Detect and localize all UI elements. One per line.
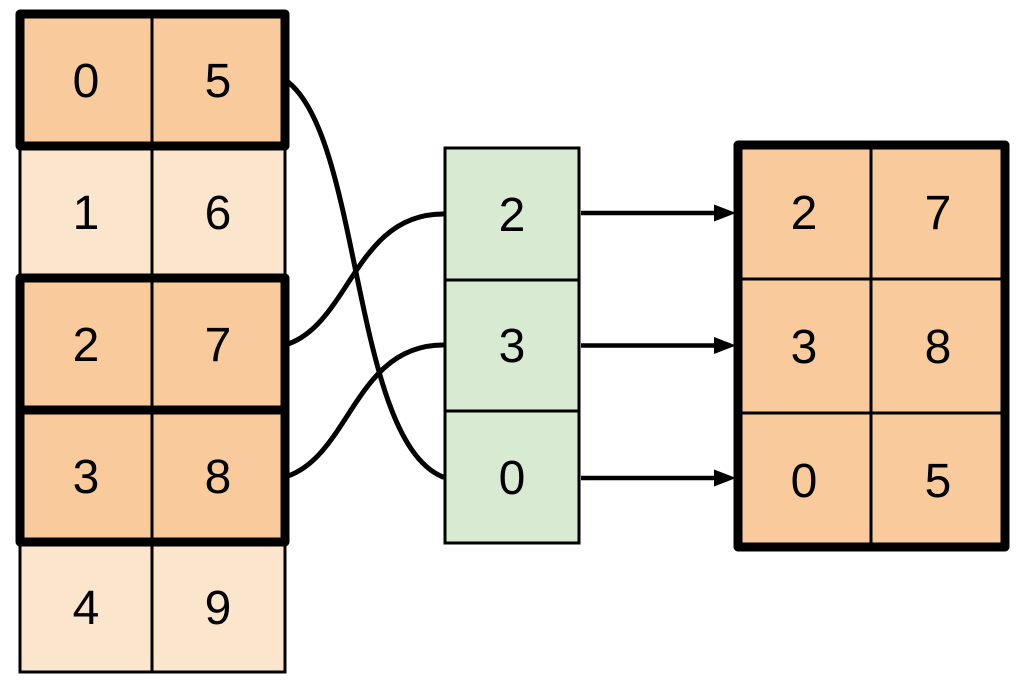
- connector-curve-row3-to-index3: [285, 342, 446, 479]
- arrowhead-icon-0: [714, 204, 736, 222]
- result-value-r2c1: 5: [925, 455, 952, 508]
- result-table-outline: [733, 140, 1010, 552]
- result-value-r0c0: 2: [791, 187, 818, 240]
- result-cell-r2c0: [736, 411, 873, 549]
- source-value-r1c0: 1: [73, 187, 100, 240]
- connector-curve-row2-to-index2: [285, 211, 446, 347]
- selected-row-outline-3: [15, 405, 290, 547]
- source-value-r4c1: 9: [205, 582, 232, 635]
- index-cell-0: [443, 146, 581, 282]
- source-value-r2c0: 2: [73, 319, 100, 372]
- source-value-r1c1: 6: [205, 187, 232, 240]
- source-value-r4c0: 4: [73, 582, 100, 635]
- source-table: 0 5 1 6 2 7 3 8 4 9: [15, 9, 290, 674]
- connector-curve-row0-to-index0: [285, 79, 446, 480]
- result-value-r1c0: 3: [791, 321, 818, 374]
- result-table: 2 7 3 8 0 5: [733, 140, 1010, 552]
- index-value-1: 3: [499, 320, 526, 373]
- index-cell-2: [443, 409, 581, 545]
- arrow-connectors: [581, 204, 736, 487]
- source-cell-r1c1: [150, 144, 287, 280]
- connector-curves: [285, 79, 446, 480]
- source-value-r3c0: 3: [73, 451, 100, 504]
- result-cell-r1c0: [736, 277, 873, 415]
- index-column: 2 3 0: [443, 146, 581, 545]
- source-value-r2c1: 7: [205, 319, 232, 372]
- source-cell-r4c1: [150, 540, 287, 674]
- result-cell-r0c1: [869, 143, 1007, 281]
- source-cell-r0c1: [150, 12, 287, 148]
- index-cell-1: [443, 278, 581, 413]
- source-cell-r4c0: [18, 540, 154, 674]
- source-value-r3c1: 8: [205, 451, 232, 504]
- index-value-0: 2: [499, 189, 526, 242]
- result-value-r2c0: 0: [791, 455, 818, 508]
- source-cell-r2c1: [150, 276, 287, 412]
- index-value-2: 0: [499, 452, 526, 505]
- result-value-r1c1: 8: [925, 321, 952, 374]
- source-cell-r3c1: [150, 408, 287, 544]
- result-cell-r2c1: [869, 411, 1007, 549]
- source-cell-r0c0: [18, 12, 154, 148]
- result-cell-r1c1: [869, 277, 1007, 415]
- arrowhead-icon-1: [714, 337, 736, 354]
- result-value-r0c1: 7: [925, 187, 952, 240]
- source-value-r0c0: 0: [73, 55, 100, 108]
- arrowhead-icon-2: [714, 469, 736, 487]
- selected-row-outline-0: [15, 9, 290, 151]
- source-value-r0c1: 5: [205, 55, 232, 108]
